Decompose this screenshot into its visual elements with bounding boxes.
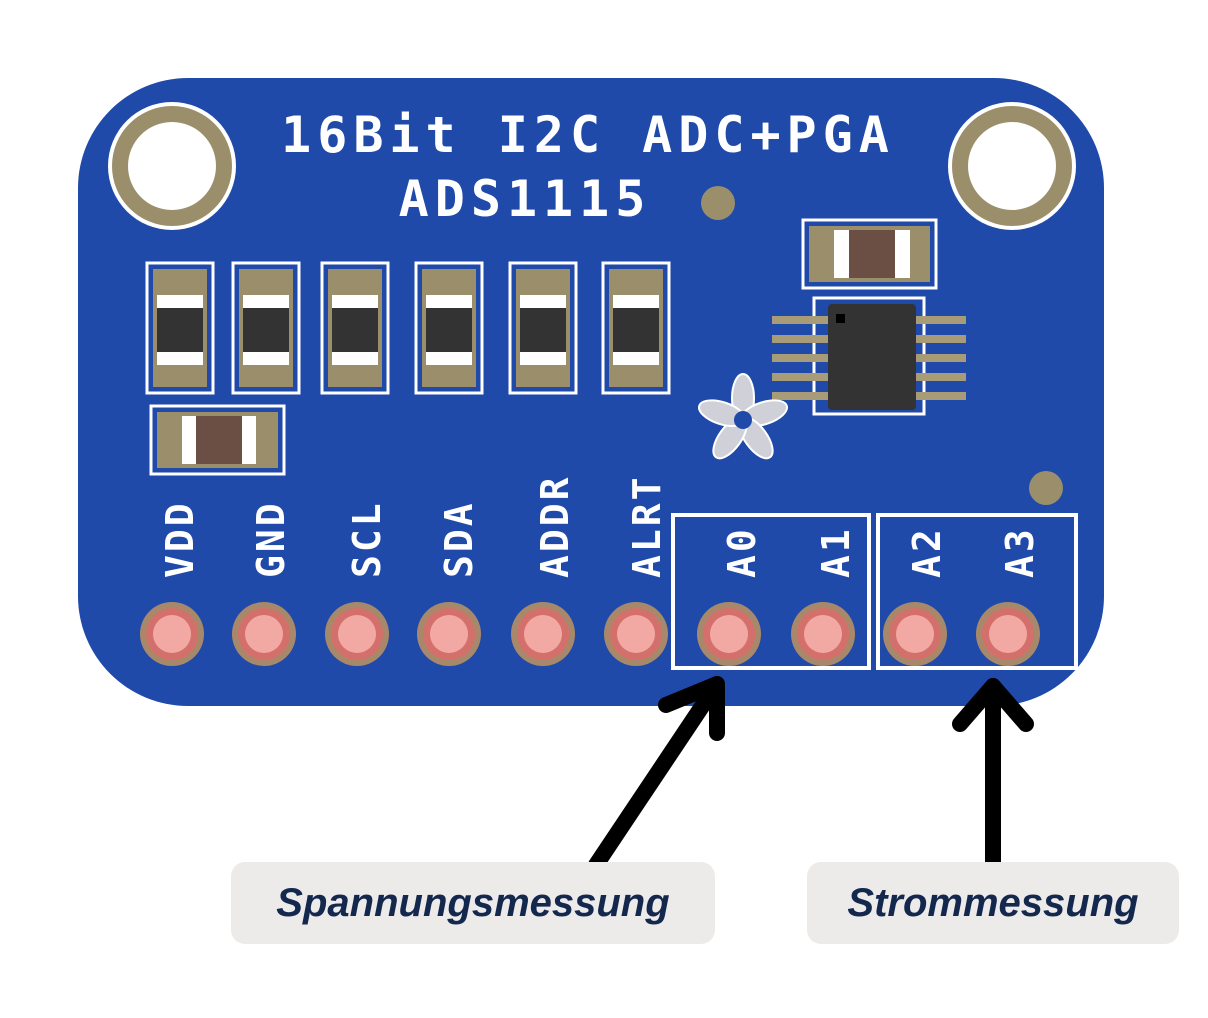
ic-lead xyxy=(916,373,966,381)
ic-lead xyxy=(772,392,828,400)
pin-pad xyxy=(232,602,296,666)
arrow-to-a3 xyxy=(952,678,1034,873)
ic-lead xyxy=(772,373,828,381)
fiducial-dot xyxy=(1029,471,1063,505)
resistor xyxy=(231,261,301,395)
fiducial-dot xyxy=(701,186,735,220)
pin-pad xyxy=(791,602,855,666)
callout-current-label: Strommessung xyxy=(847,880,1139,925)
pin-pads xyxy=(140,602,1040,666)
mounting-hole-left xyxy=(108,102,236,230)
capacitor-upper xyxy=(801,218,938,290)
ic-lead xyxy=(916,392,966,400)
ic-lead xyxy=(916,335,966,343)
pin-pad xyxy=(511,602,575,666)
resistor xyxy=(508,261,578,395)
resistor xyxy=(320,261,390,395)
pin-label-sda: SDA xyxy=(437,500,481,578)
pin-label-vdd: VDD xyxy=(158,500,202,578)
pin-label-a3: A3 xyxy=(998,526,1042,578)
pin-pad xyxy=(604,602,668,666)
pin-label-addr: ADDR xyxy=(533,474,577,578)
callout-voltage-label: Spannungsmessung xyxy=(276,880,670,925)
ic-lead xyxy=(772,354,828,362)
pin-pad xyxy=(325,602,389,666)
pin-label-alrt: ALRT xyxy=(625,474,669,578)
resistor xyxy=(601,261,671,395)
board-part-number: ADS1115 xyxy=(399,170,652,228)
flower-logo-icon xyxy=(697,373,789,460)
capacitor-lower xyxy=(149,404,286,476)
mounting-hole-right xyxy=(948,102,1076,230)
pin-pad xyxy=(417,602,481,666)
pin-label-a1: A1 xyxy=(814,526,858,578)
pin-labels: VDD GND SCL SDA ADDR ALRT A0 A1 A2 A3 xyxy=(158,474,1042,578)
pin-group-a0-a1-box xyxy=(671,513,871,670)
ic-chip xyxy=(772,296,966,416)
pin-label-a0: A0 xyxy=(720,526,764,578)
ic-lead xyxy=(916,354,966,362)
board-title: 16Bit I2C ADC+PGA xyxy=(281,106,895,164)
callout-current-measurement: Strommessung xyxy=(807,862,1179,944)
pin-pad xyxy=(883,602,947,666)
pin-pad xyxy=(697,602,761,666)
pin-label-gnd: GND xyxy=(249,500,293,578)
resistor xyxy=(145,261,215,395)
pin-label-scl: SCL xyxy=(345,500,389,578)
callout-voltage-measurement: Spannungsmessung xyxy=(231,862,715,944)
arrow-to-a0 xyxy=(588,676,725,873)
pin-label-a2: A2 xyxy=(905,526,949,578)
pin-group-a2-a3-box xyxy=(876,513,1078,670)
pin-pad xyxy=(140,602,204,666)
ic-lead xyxy=(772,316,828,324)
resistor xyxy=(414,261,484,395)
ic-lead xyxy=(772,335,828,343)
ic-lead xyxy=(916,316,966,324)
resistor-row xyxy=(145,261,671,395)
pin-pad xyxy=(976,602,1040,666)
